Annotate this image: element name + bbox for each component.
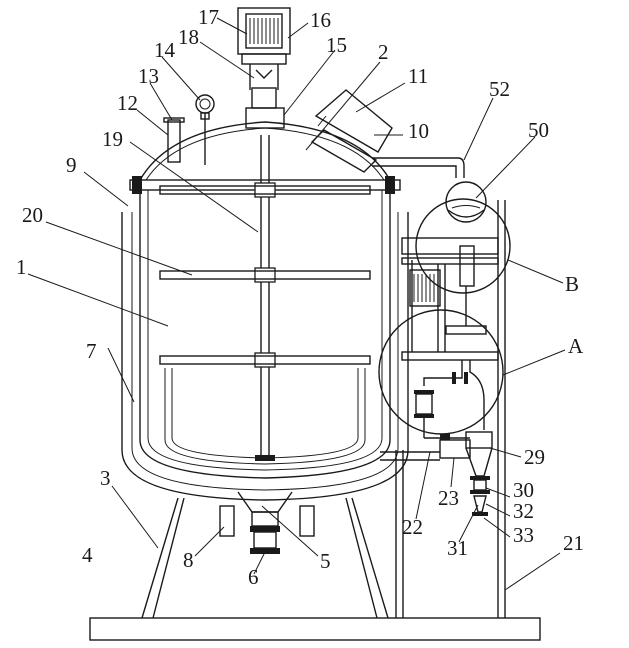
label-15: 15 — [326, 33, 347, 57]
base-plate — [89, 617, 541, 641]
top-motor — [237, 7, 291, 129]
label-7: 7 — [86, 339, 97, 363]
label-52: 52 — [489, 77, 510, 101]
label-11: 11 — [408, 64, 428, 88]
label-17: 17 — [198, 5, 219, 29]
label-29: 29 — [524, 445, 545, 469]
pump-23 — [439, 434, 471, 459]
label-33: 33 — [513, 523, 534, 547]
equipment-frame — [401, 237, 499, 361]
label-1: 1 — [16, 255, 27, 279]
label-2: 2 — [378, 40, 389, 64]
label-21: 21 — [563, 531, 584, 555]
detail-circles — [378, 198, 511, 435]
label-31: 31 — [447, 536, 468, 560]
return-pipe — [372, 157, 465, 178]
label-B: B — [565, 272, 579, 296]
bottom-discharge — [219, 491, 315, 554]
label-10: 10 — [408, 119, 429, 143]
support-legs — [141, 497, 389, 619]
label-20: 20 — [22, 203, 43, 227]
top-fittings — [163, 94, 215, 165]
label-19: 19 — [102, 127, 123, 151]
label-18: 18 — [178, 25, 199, 49]
label-14: 14 — [154, 38, 176, 62]
inner-vessel — [139, 190, 391, 479]
label-22: 22 — [402, 515, 423, 539]
label-3: 3 — [100, 466, 111, 490]
reference-numerals: 17 16 18 15 14 2 13 11 52 12 10 50 19 9 … — [16, 5, 584, 589]
label-32: 32 — [513, 499, 534, 523]
label-A: A — [568, 334, 584, 358]
leader-lines — [27, 17, 566, 591]
right-rack — [380, 200, 506, 618]
feed-hopper — [310, 89, 393, 173]
label-13: 13 — [138, 64, 159, 88]
dome-lid — [139, 121, 391, 181]
label-5: 5 — [320, 549, 331, 573]
label-9: 9 — [66, 153, 77, 177]
label-6: 6 — [248, 565, 259, 589]
label-50: 50 — [528, 118, 549, 142]
paddles — [159, 185, 371, 365]
outer-jacket — [121, 212, 409, 501]
label-8: 8 — [183, 548, 194, 572]
label-4: 4 — [82, 543, 93, 567]
stirring-shaft — [254, 135, 276, 461]
label-23: 23 — [438, 486, 459, 510]
label-30: 30 — [513, 478, 534, 502]
label-12: 12 — [117, 91, 138, 115]
pump-piping — [414, 360, 485, 439]
label-16: 16 — [310, 8, 331, 32]
